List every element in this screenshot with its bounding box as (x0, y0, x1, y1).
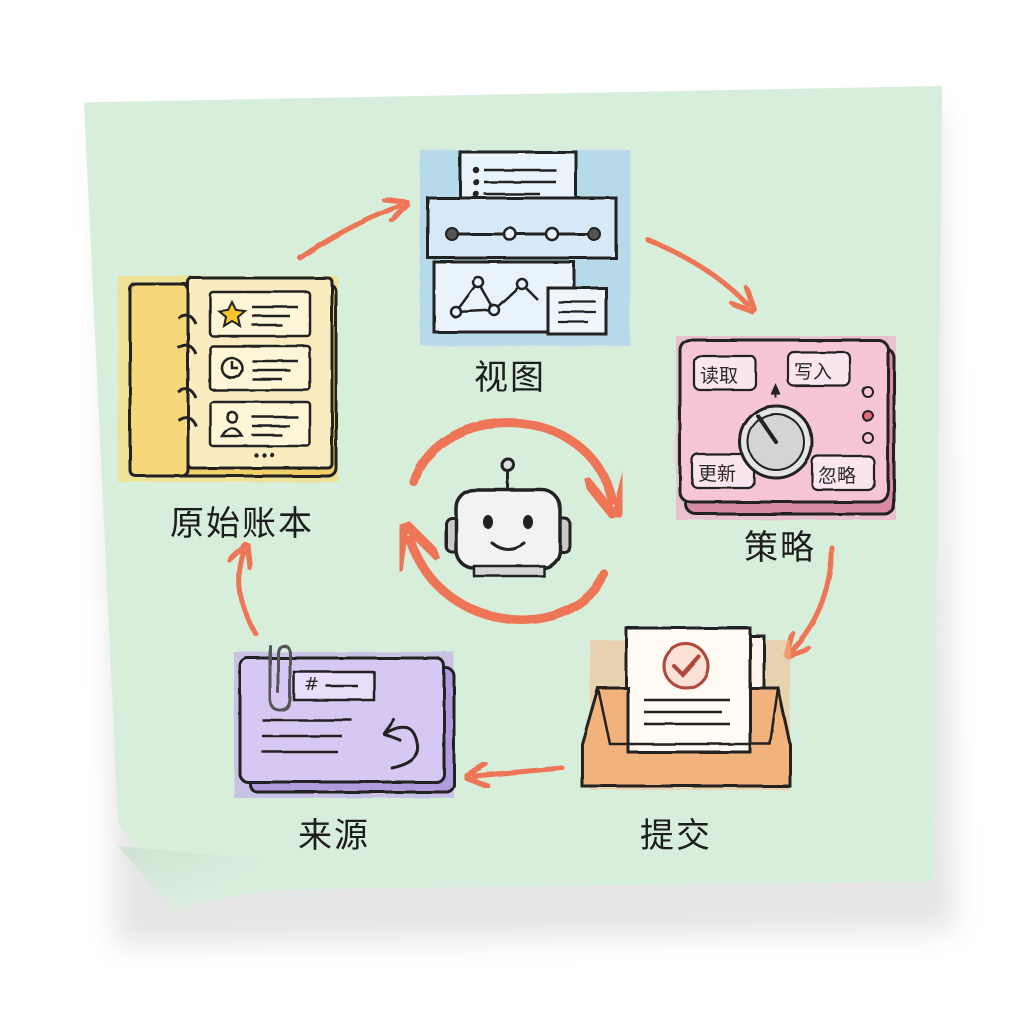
star-icon (216, 299, 248, 329)
inbox-tray (580, 686, 792, 788)
checkmark-icon (662, 642, 710, 690)
ledger-entry-2 (208, 344, 312, 392)
option-read-box (692, 354, 758, 392)
ledger-entry-3 (208, 400, 312, 448)
undo-arrow-icon (382, 718, 420, 770)
ledger-label: 原始账本 (170, 504, 314, 544)
option-ignore-box (810, 454, 876, 492)
arrow-policy-to-submit (792, 545, 835, 650)
views-node (420, 150, 630, 346)
user-icon (219, 410, 245, 438)
dial-knob-icon (738, 404, 814, 480)
option-read: 读取 (700, 365, 739, 387)
loop-arrow-bottom (410, 540, 609, 625)
source-tag-hash: # (304, 674, 320, 695)
timeline-icon (445, 226, 601, 242)
policy-node (676, 336, 896, 520)
arrow-ledger-to-views (297, 206, 400, 261)
policy-label: 策略 (744, 528, 816, 568)
views-label: 视图 (474, 358, 546, 398)
clock-icon (220, 356, 244, 380)
submit-label: 提交 (640, 816, 712, 856)
ledger-entry-1 (208, 290, 312, 338)
ledger-node (118, 276, 338, 482)
paperclip-icon (268, 644, 292, 712)
option-ignore: 忽略 (818, 465, 857, 487)
option-write-box (786, 350, 852, 388)
arrow-submit-to-source (474, 768, 565, 776)
submit-node (580, 626, 792, 790)
binder-rings (177, 313, 198, 427)
option-write: 写入 (794, 361, 833, 383)
source-label: 来源 (298, 816, 370, 856)
arrow-views-to-policy (645, 237, 748, 305)
indicator-lights (862, 386, 874, 444)
option-update: 更新 (698, 463, 737, 485)
center-loop (409, 418, 612, 625)
cycle-arrows (239, 206, 835, 776)
arrow-source-to-ledger (239, 552, 259, 637)
view-card-timeline (426, 196, 618, 260)
source-node (234, 644, 456, 798)
binder-left-cover (128, 282, 190, 478)
pointer-arrow-icon (771, 383, 781, 398)
loop-arrow-top (409, 418, 612, 500)
page-dots-icon (253, 452, 275, 458)
robot-icon (444, 457, 572, 578)
graph-icon (449, 275, 539, 319)
